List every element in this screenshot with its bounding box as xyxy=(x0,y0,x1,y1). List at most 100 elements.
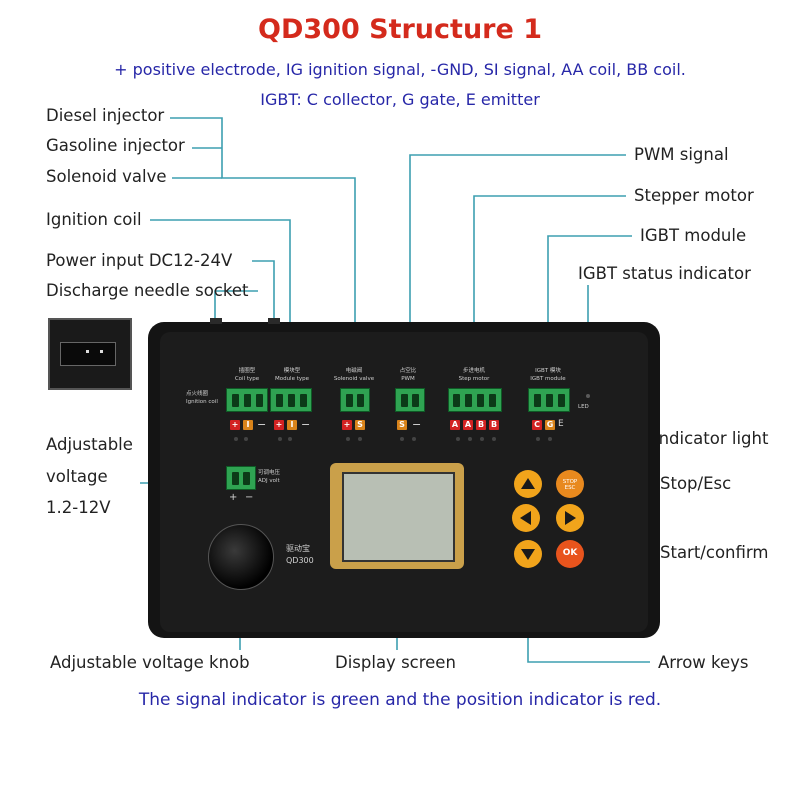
up-arrow-button[interactable] xyxy=(514,470,542,498)
module-type-label-cn: 模块型 xyxy=(283,368,301,374)
stop-esc-button-label: STOP ESC xyxy=(562,479,578,491)
pwm-label-cn: 占空比 xyxy=(399,368,417,374)
left-arrow-icon xyxy=(520,511,531,525)
indicator-dot xyxy=(548,437,552,441)
igbt-label-cn: IGBT 模块 xyxy=(535,368,561,374)
socket-pin-1 xyxy=(86,350,89,353)
label-adjustable-voltage-line3: 1.2-12V xyxy=(46,498,111,517)
indicator-dot xyxy=(346,437,350,441)
pwm-terminal[interactable] xyxy=(395,388,425,412)
marker-plus: + xyxy=(342,420,352,430)
led-label: LED xyxy=(578,404,589,410)
indicator-dot xyxy=(480,437,484,441)
right-arrow-icon xyxy=(565,511,576,525)
adjustable-voltage-knob[interactable] xyxy=(208,524,274,590)
coil-type-label-en: Coil type xyxy=(234,376,260,382)
indicator-dot xyxy=(468,437,472,441)
indicator-dot xyxy=(234,437,238,441)
indicator-dot xyxy=(492,437,496,441)
label-solenoid-valve: Solenoid valve xyxy=(46,167,167,186)
indicator-dot xyxy=(456,437,460,441)
indicator-dot xyxy=(358,437,362,441)
marker-e: E xyxy=(558,419,564,429)
display-screen xyxy=(342,472,455,562)
down-arrow-icon xyxy=(521,549,535,560)
adj-minus-sign: − xyxy=(245,492,254,503)
igbt-module-terminal[interactable] xyxy=(528,388,570,412)
adjustable-voltage-terminal[interactable] xyxy=(226,466,256,490)
solenoid-label-cn: 电磁阀 xyxy=(345,368,363,374)
power-input-port[interactable] xyxy=(268,318,280,324)
label-adjustable-voltage-line2: voltage xyxy=(46,467,108,486)
label-discharge-needle-socket: Discharge needle socket xyxy=(46,281,249,300)
discharge-socket-thumbnail xyxy=(48,318,132,390)
label-stepper-motor: Stepper motor xyxy=(634,186,754,205)
marker-si: S xyxy=(397,420,407,430)
marker-si: S xyxy=(355,420,365,430)
label-igbt-status-indicator: IGBT status indicator xyxy=(578,264,751,283)
label-diesel-injector: Diesel injector xyxy=(46,106,165,125)
module-type-terminal[interactable] xyxy=(270,388,312,412)
marker-minus: − xyxy=(412,418,422,431)
adj-plus-sign: + xyxy=(229,492,238,503)
label-adjustable-voltage-knob: Adjustable voltage knob xyxy=(50,653,250,672)
ignition-label-cn: 点火线圈 xyxy=(186,391,209,397)
stepper-label-cn: 步进电机 xyxy=(462,368,485,374)
ignition-label-en: Ignition coil xyxy=(186,399,218,405)
igbt-status-led xyxy=(586,394,590,398)
stepper-label-en: Step motor xyxy=(458,376,490,382)
igbt-label-en: IGBT module xyxy=(530,376,566,382)
indicator-dot xyxy=(288,437,292,441)
indicator-dot xyxy=(412,437,416,441)
marker-c: C xyxy=(532,420,542,430)
socket-slot xyxy=(60,342,116,366)
adj-volt-label-en: ADJ volt xyxy=(258,478,280,484)
label-ignition-coil: Ignition coil xyxy=(46,210,142,229)
label-start-confirm: Start/confirm xyxy=(660,543,769,562)
marker-g: G xyxy=(545,420,555,430)
marker-ig: I xyxy=(287,420,297,430)
marker-a: A xyxy=(450,420,460,430)
coil-type-terminal[interactable] xyxy=(226,388,268,412)
ok-button-label: OK xyxy=(562,548,578,558)
coil-type-label-cn: 插圈型 xyxy=(238,368,256,374)
indicator-dot xyxy=(244,437,248,441)
down-arrow-button[interactable] xyxy=(514,540,542,568)
label-display-screen: Display screen xyxy=(335,653,456,672)
solenoid-valve-terminal[interactable] xyxy=(340,388,370,412)
pwm-label-en: PWM xyxy=(401,376,415,382)
discharge-needle-socket[interactable] xyxy=(210,318,222,324)
subtitle-line-2: IGBT: C collector, G gate, E emitter xyxy=(260,90,540,109)
label-gasoline-injector: Gasoline injector xyxy=(46,136,185,155)
left-arrow-button[interactable] xyxy=(512,504,540,532)
label-arrow-keys: Arrow keys xyxy=(658,653,749,672)
footer-note: The signal indicator is green and the po… xyxy=(138,690,662,710)
label-indicator-light: indicator light xyxy=(654,429,769,448)
stepper-motor-terminal[interactable] xyxy=(448,388,502,412)
indicator-dot xyxy=(400,437,404,441)
label-igbt-module: IGBT module xyxy=(640,226,747,245)
marker-a: A xyxy=(463,420,473,430)
socket-pin-2 xyxy=(100,350,103,353)
model-name: QD300 xyxy=(286,556,314,565)
indicator-dot xyxy=(278,437,282,441)
label-power-input: Power input DC12-24V xyxy=(46,251,233,270)
adj-volt-label-cn: 可调电压 xyxy=(258,470,281,476)
ok-button[interactable]: OK xyxy=(556,540,584,568)
up-arrow-icon xyxy=(521,478,535,489)
label-adjustable-voltage-line1: Adjustable xyxy=(46,435,133,454)
module-type-label-en: Module type xyxy=(274,376,310,382)
marker-plus: + xyxy=(230,420,240,430)
marker-b: B xyxy=(489,420,499,430)
marker-minus: − xyxy=(257,418,267,431)
model-name-cn: 驱动宝 xyxy=(286,544,310,553)
right-arrow-button[interactable] xyxy=(556,504,584,532)
label-stop-esc: Stop/Esc xyxy=(660,474,732,493)
solenoid-label-en: Solenoid valve xyxy=(333,376,375,382)
stop-esc-button[interactable]: STOP ESC xyxy=(556,470,584,498)
marker-plus: + xyxy=(274,420,284,430)
marker-minus: − xyxy=(301,418,311,431)
marker-ig: I xyxy=(243,420,253,430)
subtitle-line-1: + positive electrode, IG ignition signal… xyxy=(114,60,686,79)
page-title: QD300 Structure 1 xyxy=(258,14,542,45)
